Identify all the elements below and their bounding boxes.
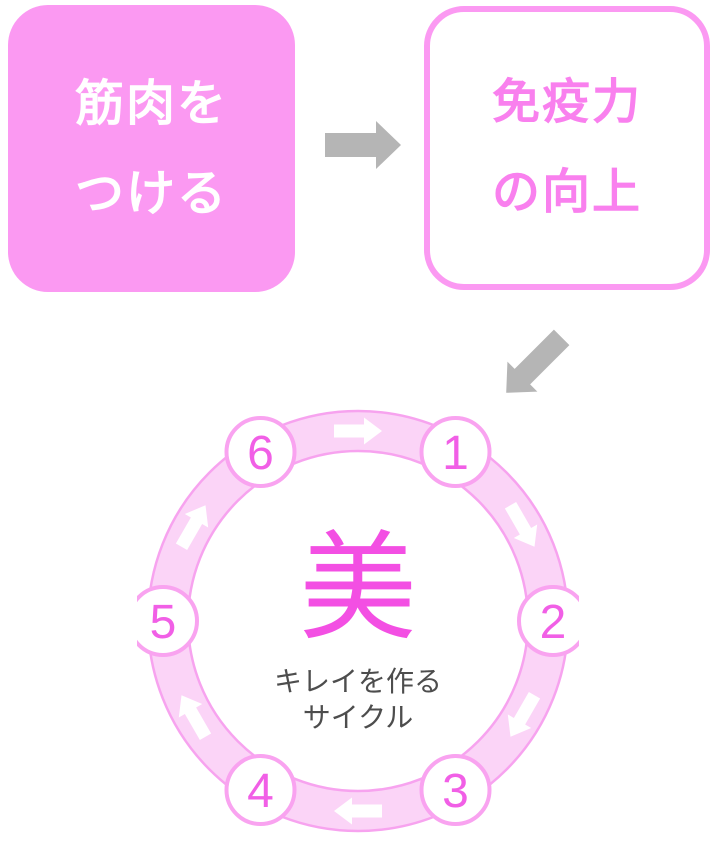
immunity-box-line2: の向上	[491, 166, 642, 219]
cycle-node-4-label: 4	[247, 765, 274, 818]
cycle-node-1: 1	[419, 416, 492, 488]
immunity-box-line1: 免疫力	[491, 76, 642, 129]
cycle-node-5: 5	[137, 585, 199, 657]
ring-arrows	[175, 417, 541, 825]
cycle-node-4: 4	[224, 754, 297, 826]
cycle-nodes: 1 2 3 4 5 6	[137, 416, 579, 826]
muscle-box-line2: つける	[74, 166, 228, 221]
cycle-node-2: 2	[517, 585, 579, 657]
arrow-right-icon	[325, 121, 401, 169]
muscle-box: 筋肉を つける	[8, 5, 295, 292]
cycle-node-3: 3	[419, 754, 492, 826]
ring-arrow-upper-right-icon	[504, 501, 538, 547]
cycle-node-3-label: 3	[442, 765, 469, 818]
cycle-node-2-label: 2	[540, 596, 567, 649]
arrow-down-left-icon	[506, 329, 570, 393]
beauty-character: 美	[299, 519, 417, 657]
cycle-node-1-circle	[419, 416, 492, 488]
immunity-box: 免疫力 の向上	[424, 6, 710, 290]
cycle-node-5-label: 5	[150, 596, 177, 649]
ring-arrow-lower-left-icon	[178, 695, 212, 741]
ring-arrow-bottom-icon	[334, 797, 382, 825]
cycle-node-5-circle	[137, 585, 199, 657]
ring-arrow-lower-right-icon	[507, 691, 541, 737]
ring-arrow-top-icon	[334, 417, 382, 445]
cycle-node-6-circle	[224, 416, 297, 488]
cycle-caption-line1: キレイを作る	[274, 666, 442, 697]
cycle-node-2-circle	[517, 585, 579, 657]
cycle-node-1-label: 1	[442, 427, 469, 480]
cycle-node-4-circle	[224, 754, 297, 826]
cycle-node-3-circle	[419, 754, 492, 826]
ring-arrow-upper-left-icon	[175, 505, 209, 551]
cycle-ring: 1 2 3 4 5 6 美 キレイを作	[137, 409, 579, 833]
cycle-node-6: 6	[224, 416, 297, 488]
cycle-caption-line2: サイクル	[303, 702, 414, 733]
muscle-box-line1: 筋肉を	[74, 76, 228, 131]
cycle-node-6-label: 6	[247, 427, 274, 480]
